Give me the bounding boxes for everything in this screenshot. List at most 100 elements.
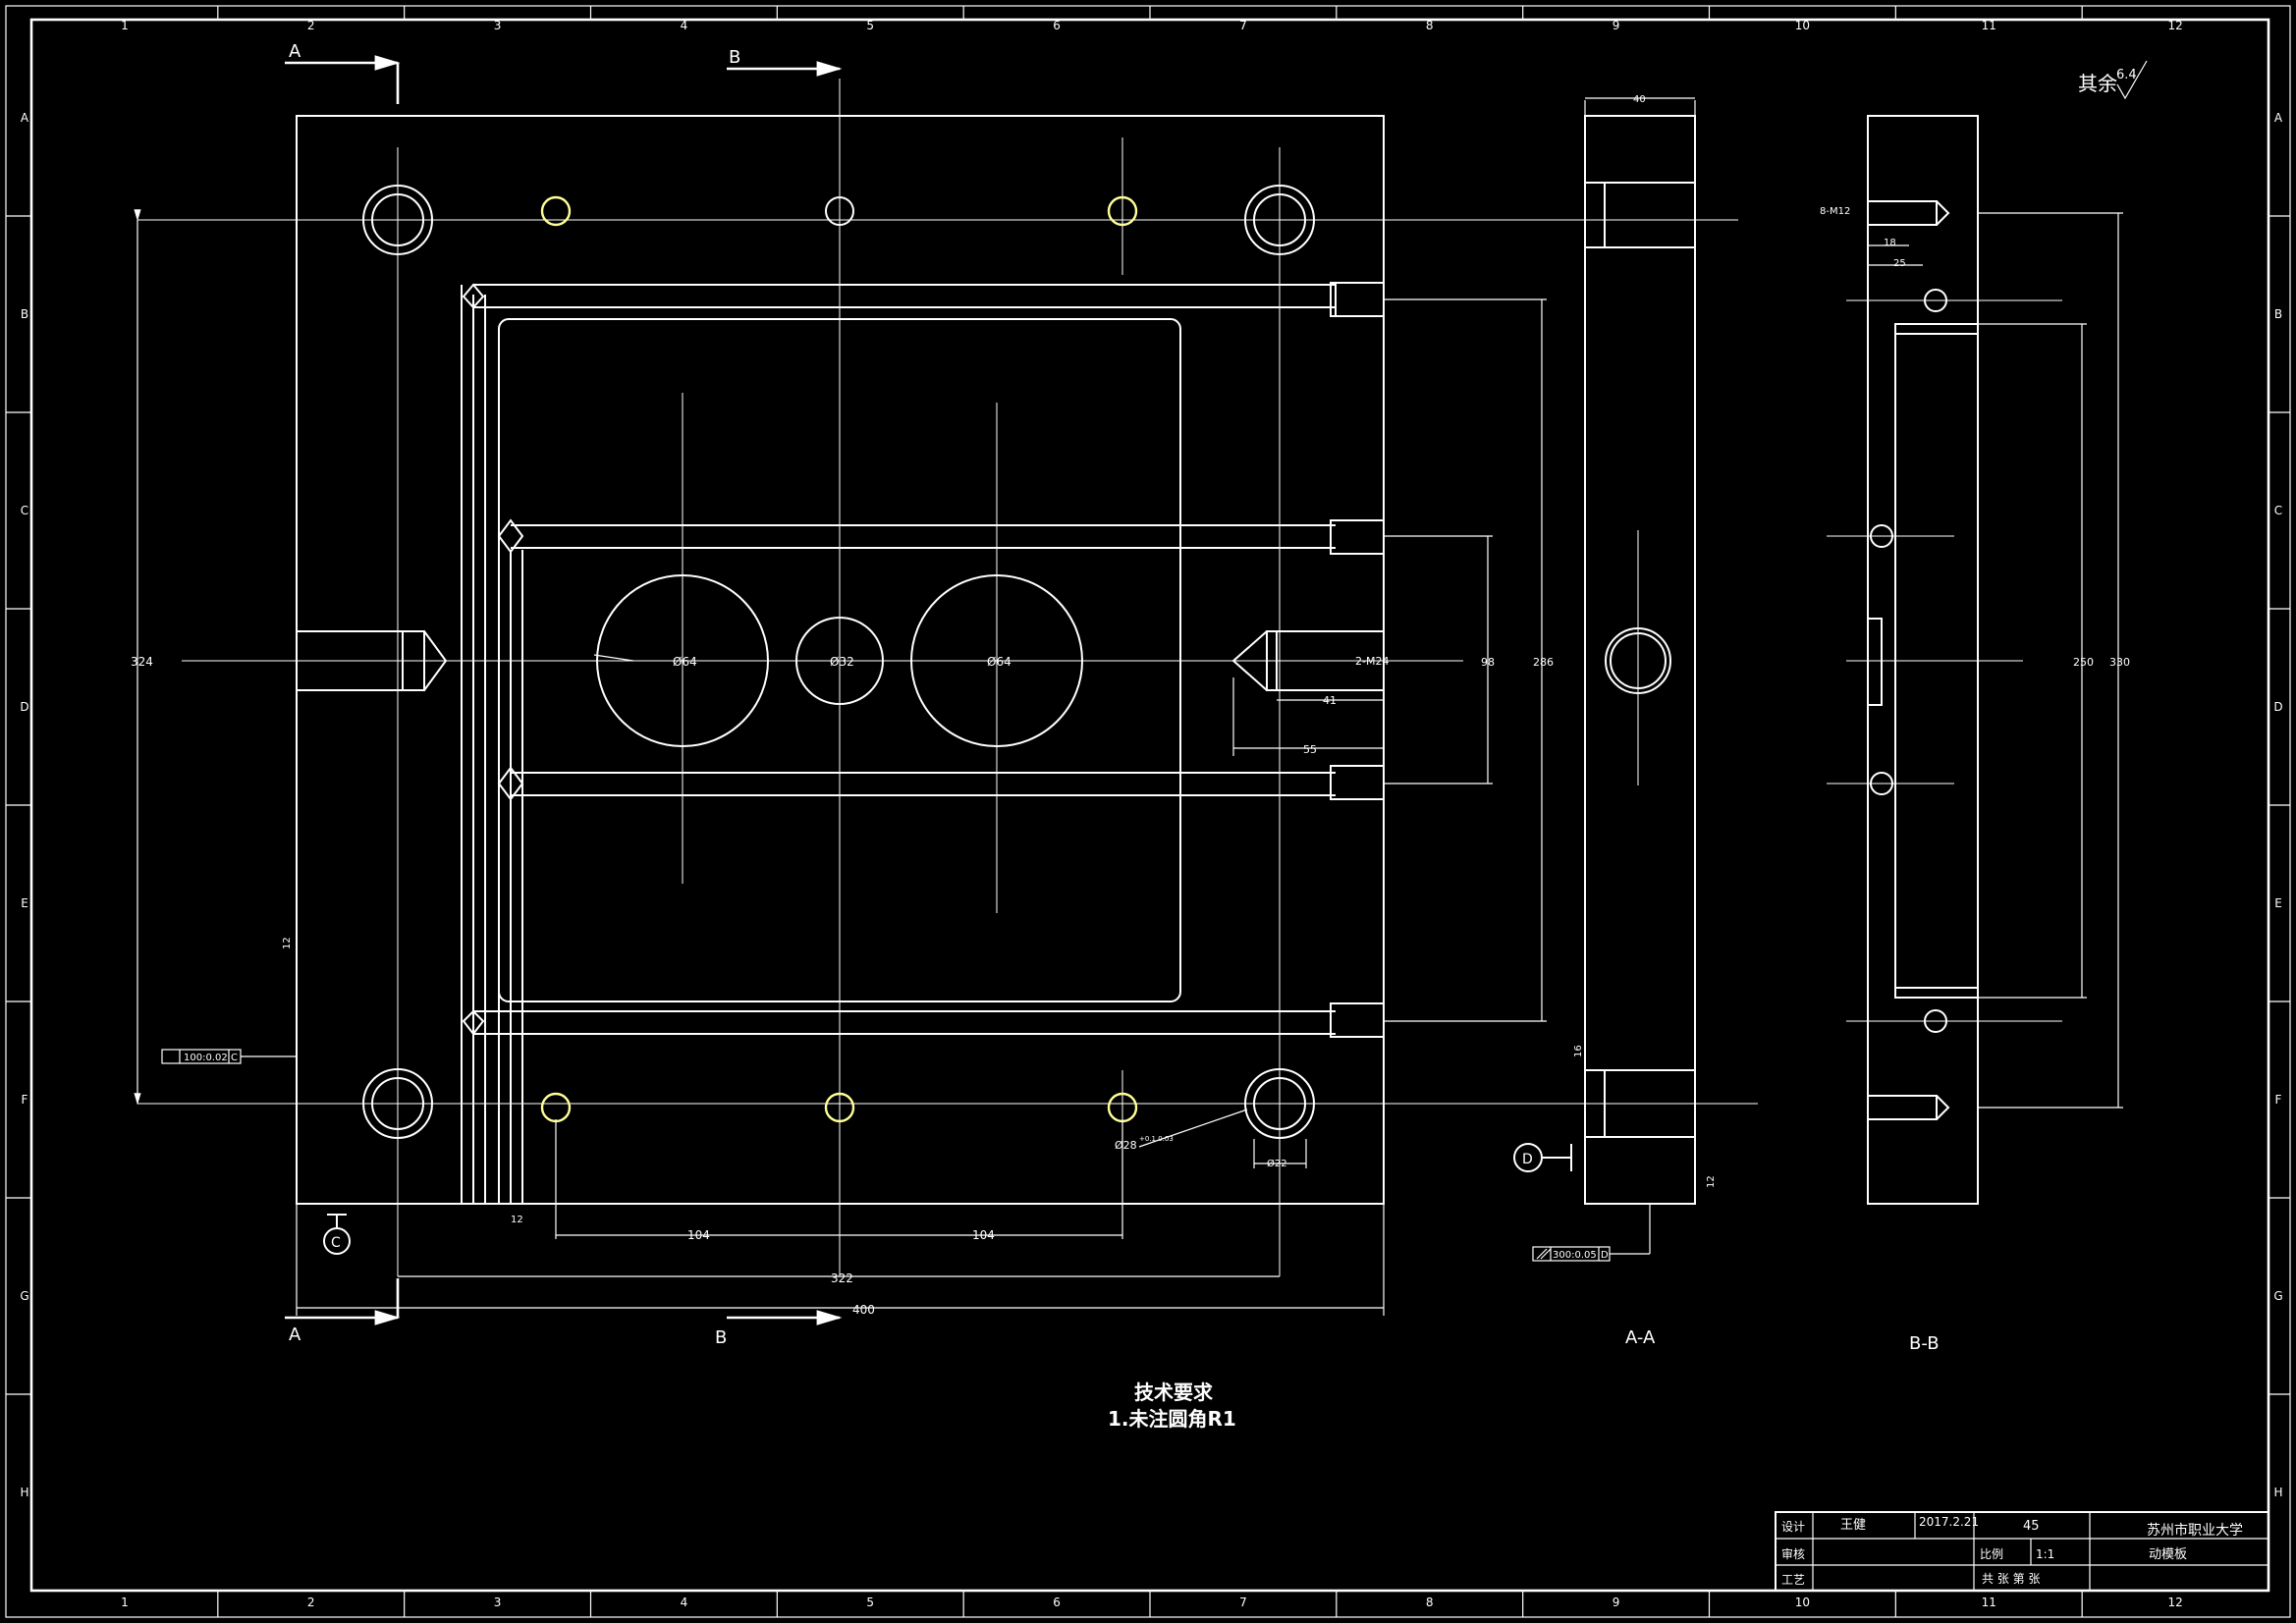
notes-title: 技术要求	[1134, 1380, 1214, 1404]
dim-phi22: Ø22	[1253, 1139, 1307, 1169]
frame-row-label: E	[21, 896, 28, 910]
dim-330: 330	[1978, 212, 2130, 1109]
dim-400: 400	[296, 1204, 1385, 1317]
surface-note-label: 其余	[2078, 72, 2117, 95]
svg-text:+0.1 0.03: +0.1 0.03	[1139, 1135, 1174, 1143]
screw-hole	[540, 195, 572, 227]
section-cut-b-top: B	[727, 47, 843, 77]
dim-8m12: 8-M12	[1820, 206, 1850, 217]
frame-col-label: 12	[2167, 19, 2182, 32]
frame-col-label: 2	[307, 19, 315, 32]
section-cut-a-bottom: A	[285, 1278, 401, 1345]
frame-row-label: B	[2274, 307, 2282, 321]
frame-row-label: A	[21, 111, 29, 125]
bore-center	[795, 617, 884, 705]
svg-text:100:0.02: 100:0.02	[184, 1053, 228, 1063]
guide-hole-bottom-left	[362, 1068, 433, 1139]
svg-text:B: B	[729, 47, 740, 68]
tb-sheet-info: 共 张 第 张	[1982, 1572, 2040, 1586]
frame-col-label: 7	[1239, 19, 1247, 32]
tb-scale: 1:1	[2036, 1547, 2054, 1561]
dim-18: 18	[1884, 238, 1896, 248]
svg-text:286: 286	[1533, 656, 1554, 669]
frame-row-label: D	[2273, 700, 2282, 714]
dim-98: 98	[1384, 535, 1495, 784]
dim-phi64-left: Ø64	[673, 655, 697, 669]
dim-12-bottom: 12	[511, 1215, 523, 1225]
guide-hole-top-left	[362, 185, 433, 255]
dim-322: 322	[398, 1271, 1280, 1285]
cooling-channel-top	[462, 282, 1385, 317]
frame-row-label: F	[22, 1093, 28, 1107]
tb-design-label: 设计	[1781, 1520, 1805, 1534]
view-label-b-b: B-B	[1909, 1333, 1940, 1354]
svg-text:104: 104	[687, 1228, 710, 1242]
tb-part-name: 动模板	[2149, 1547, 2187, 1562]
section-cut-a-top: A	[285, 41, 401, 104]
frame-col-label: 1	[121, 1596, 129, 1609]
section-cut-b-bottom: B	[715, 1310, 843, 1348]
guide-hole-bottom-right	[1244, 1068, 1315, 1139]
dim-104-104: 104 104	[555, 1119, 1123, 1242]
frame-row-label: G	[2273, 1289, 2282, 1303]
tb-process-label: 工艺	[1781, 1573, 1805, 1587]
svg-text:D: D	[1522, 1152, 1533, 1167]
dim-55: 55	[1232, 677, 1384, 756]
svg-text:C: C	[231, 1053, 238, 1063]
frame-col-label: 8	[1426, 19, 1434, 32]
frame-row-label: G	[20, 1289, 28, 1303]
frame-col-label: 9	[1613, 19, 1620, 32]
svg-text:104: 104	[972, 1228, 995, 1242]
tb-scale-label: 比例	[1980, 1547, 2003, 1561]
frame-col-label: 11	[1982, 1596, 1996, 1609]
dim-25: 25	[1893, 258, 1906, 269]
svg-text:41: 41	[1323, 694, 1337, 707]
dim-2m24: 2-M24	[1355, 655, 1389, 668]
parallelism-tolerance-frame-d: 300:0.05 D	[1532, 1204, 1651, 1262]
frame-col-label: 4	[681, 19, 688, 32]
screw-hole	[540, 1092, 572, 1123]
frame-row-label: E	[2274, 896, 2282, 910]
svg-text:Ø28: Ø28	[1115, 1139, 1137, 1152]
svg-text:322: 322	[831, 1271, 853, 1285]
frame-row-label: H	[2273, 1486, 2282, 1499]
dim-phi32: Ø32	[830, 655, 854, 669]
frame-col-label: 1	[121, 19, 129, 32]
svg-text:330: 330	[2109, 656, 2130, 669]
surface-roughness-note: 其余 6.4	[2078, 60, 2148, 100]
frame-col-label: 12	[2167, 1596, 2182, 1609]
plan-view: Ø64 Ø32 Ø64 324 322 400 104 104 2	[131, 41, 1758, 1348]
threaded-hole-left	[296, 630, 448, 691]
cooling-channel-mid-lower	[497, 765, 1385, 801]
bore-left	[596, 574, 769, 747]
notes-line-1: 1.未注圆角R1	[1108, 1407, 1236, 1431]
frame-col-label: 8	[1426, 1596, 1434, 1609]
tb-review-label: 审核	[1781, 1546, 1805, 1561]
dim-12-left: 12	[282, 937, 293, 949]
dim-286: 286	[1384, 298, 1554, 1022]
frame-col-label: 9	[1613, 1596, 1620, 1609]
parallel-icon	[1536, 1248, 1552, 1260]
screw-hole	[825, 196, 854, 226]
datum-d-symbol: D	[1513, 1143, 1572, 1172]
view-label-a-a: A-A	[1625, 1327, 1656, 1348]
svg-text:D: D	[1601, 1250, 1609, 1261]
dim-324: 324	[131, 209, 153, 1106]
svg-text:324: 324	[131, 655, 153, 669]
frame-col-label: 5	[866, 19, 874, 32]
dim-16: 16	[1573, 1045, 1584, 1057]
screw-hole	[1107, 195, 1138, 227]
frame-col-label: 6	[1053, 19, 1061, 32]
dim-phi64-right: Ø64	[987, 655, 1011, 669]
frame-col-label: 4	[681, 1596, 688, 1609]
roughness-symbol-icon	[2116, 60, 2148, 100]
frame-col-label: 11	[1982, 19, 1996, 32]
svg-text:B: B	[715, 1327, 727, 1348]
dim-12-aa: 12	[1706, 1175, 1717, 1188]
svg-text:250: 250	[2073, 656, 2094, 669]
svg-text:300:0.05: 300:0.05	[1553, 1250, 1597, 1261]
frame-row-label: D	[20, 700, 28, 714]
frame-row-label: C	[2274, 504, 2282, 517]
